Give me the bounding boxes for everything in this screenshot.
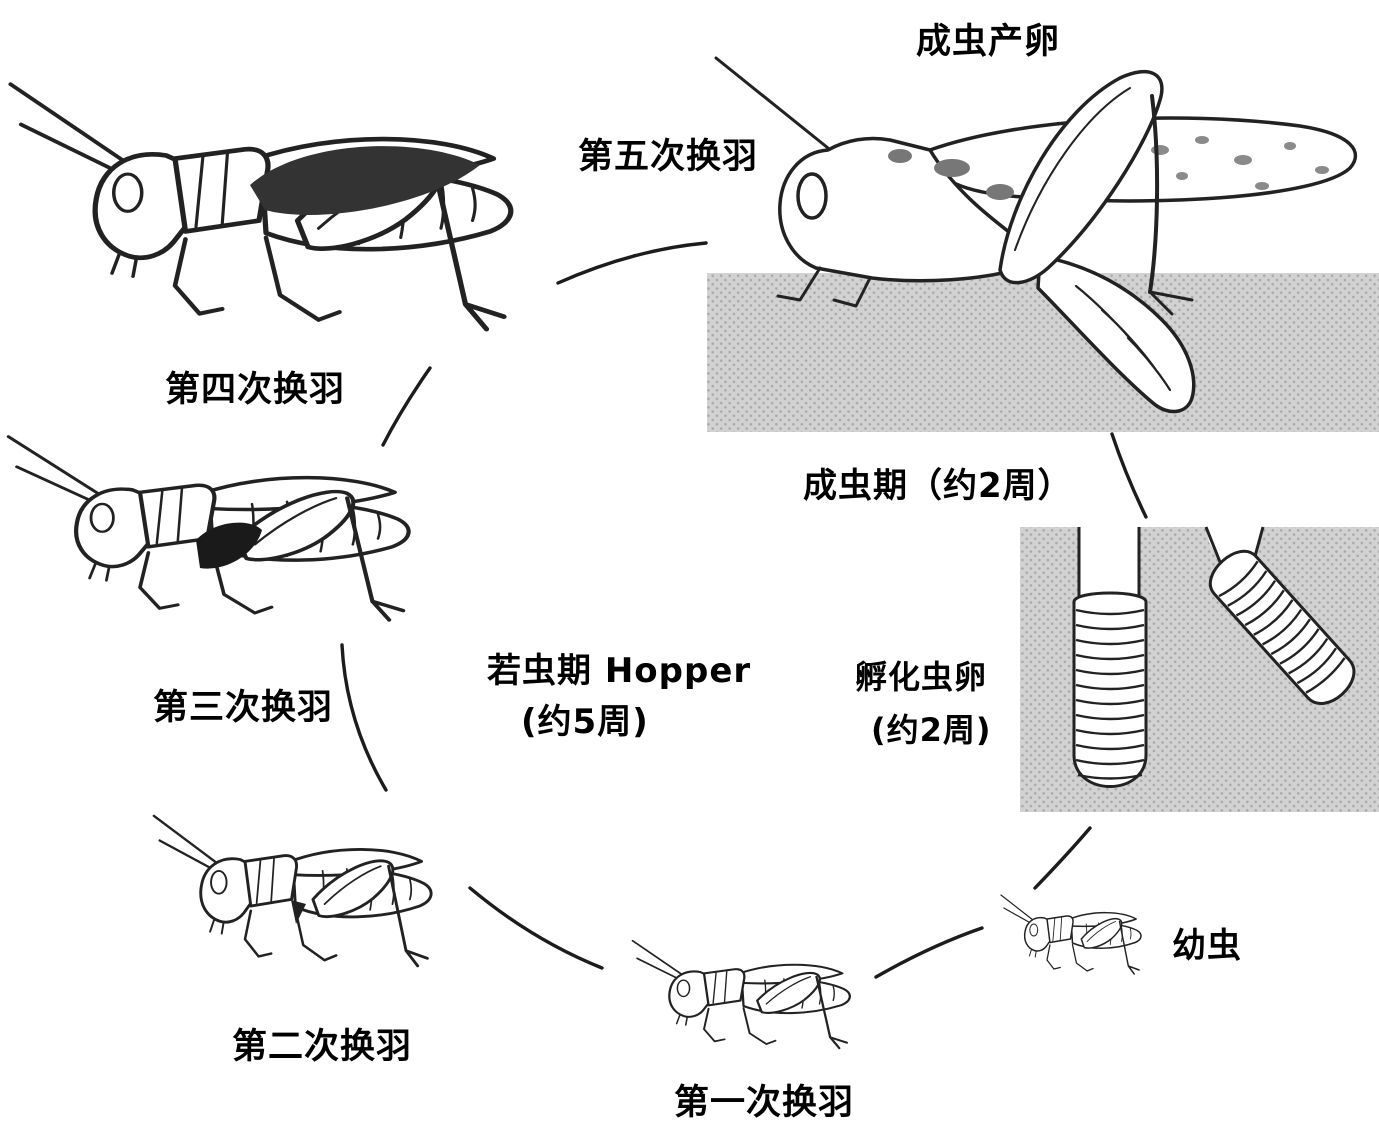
third-molt-wing-patch (196, 522, 262, 569)
label-hatching-duration: (约2周) (871, 711, 992, 749)
soil-block-adult (707, 273, 1379, 432)
arc-eggs-to-larva (1033, 826, 1092, 890)
second-molt-drawing (152, 814, 433, 968)
arc-fifth-to-adult (556, 241, 708, 285)
arc-fourth-to-third (381, 366, 432, 447)
label-fourth-molt: 第四次换羽 (165, 370, 346, 410)
label-larva: 幼虫 (1172, 926, 1242, 966)
arc-adult-to-eggs (1110, 432, 1148, 519)
fifth-molt-drawing (11, 84, 511, 329)
left-egg-pod (1072, 527, 1148, 788)
third-molt-drawing (8, 437, 408, 620)
second-molt-wing-patch (291, 900, 306, 924)
fifth-molt-wing-patch (250, 146, 480, 215)
label-adult-stage: 成虫期（约2周） (803, 466, 1073, 506)
larva-drawing (1000, 894, 1142, 975)
label-hatching: 孵化虫卵 (855, 658, 988, 696)
arc-third-to-second (340, 643, 388, 792)
label-third-molt: 第三次换羽 (153, 688, 334, 728)
cycle-arcs (340, 241, 1148, 979)
label-adult-lays-eggs: 成虫产卵 (916, 22, 1061, 62)
adult-scene (707, 56, 1379, 432)
label-fifth-molt: 第五次换羽 (578, 137, 759, 177)
label-first-molt: 第一次换羽 (674, 1083, 855, 1123)
egg-pods-scene (1020, 526, 1379, 812)
label-nymph-duration: (约5周) (521, 702, 649, 742)
adult-grasshopper-drawing (714, 56, 1357, 414)
label-second-molt: 第二次换羽 (232, 1027, 413, 1067)
arc-second-to-first (468, 886, 604, 970)
first-molt-drawing (631, 939, 851, 1050)
arc-first-to-larva (874, 926, 984, 979)
right-egg-pod (1204, 526, 1356, 705)
label-nymph-stage: 若虫期 Hopper (487, 651, 752, 691)
